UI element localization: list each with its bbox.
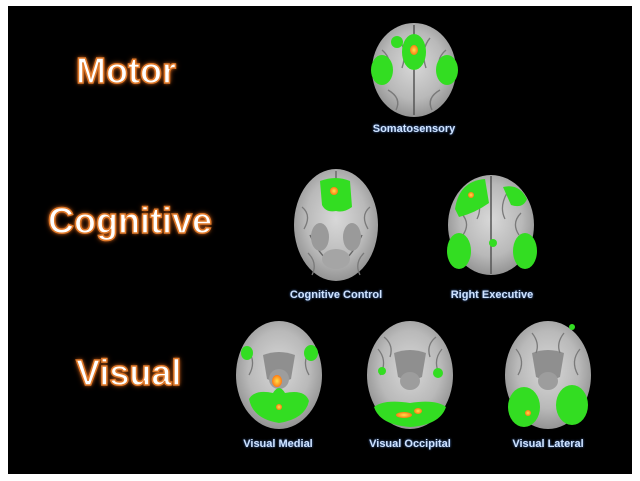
label-cognitive-control: Cognitive Control xyxy=(289,289,383,301)
category-cognitive: Cognitive xyxy=(47,199,213,242)
label-visual-occipital: Visual Occipital xyxy=(369,438,451,450)
brain-somatosensory xyxy=(368,20,460,120)
category-motor: Motor xyxy=(75,49,176,92)
label-visual-lateral: Visual Lateral xyxy=(512,438,584,450)
figure-panel: Motor Cognitive Visual Somatosensory Cog xyxy=(8,6,632,474)
brain-visual-medial xyxy=(233,319,325,431)
label-right-executive: Right Executive xyxy=(450,289,534,301)
brain-visual-occipital xyxy=(364,319,456,431)
brain-visual-lateral xyxy=(502,319,594,431)
brain-right-executive xyxy=(445,173,537,277)
label-visual-medial: Visual Medial xyxy=(243,438,313,450)
category-visual: Visual xyxy=(75,351,182,394)
label-somatosensory: Somatosensory xyxy=(372,123,456,135)
brain-cognitive-control xyxy=(290,167,382,285)
